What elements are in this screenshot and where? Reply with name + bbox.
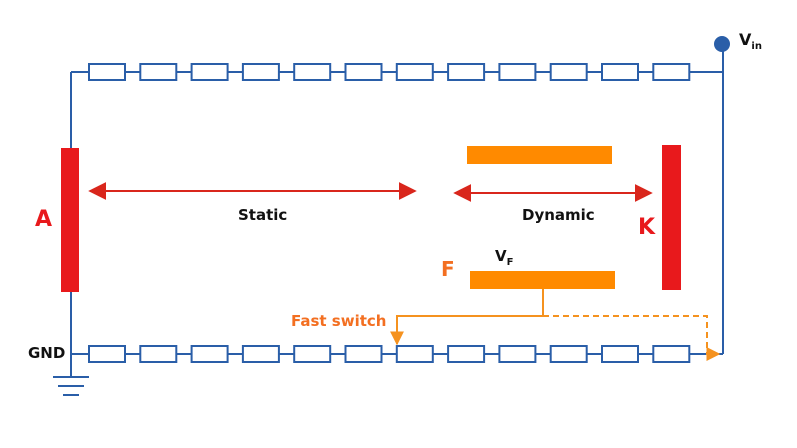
resistor	[652, 345, 691, 363]
resistor	[447, 345, 486, 363]
resistor	[498, 345, 537, 363]
resistor	[190, 63, 229, 81]
resistor	[190, 345, 229, 363]
vf-label-sub: F	[506, 257, 514, 268]
fast-switch-dashed-line	[543, 315, 721, 361]
resistor	[395, 63, 434, 81]
vin-label-sub: in	[751, 41, 762, 52]
resistor	[498, 63, 537, 81]
vf-label-main: V	[495, 247, 507, 265]
resistor	[293, 345, 332, 363]
cathode-label: K	[638, 215, 656, 240]
resistor	[549, 345, 588, 363]
resistor	[88, 345, 126, 363]
resistor	[601, 345, 639, 363]
vin-terminal-dot	[714, 36, 730, 52]
top-resistor-chain	[88, 63, 691, 81]
resistor	[293, 63, 332, 81]
resistor	[88, 63, 126, 81]
dynamic-label: Dynamic	[522, 206, 595, 224]
fast-switch-line	[390, 289, 544, 346]
resistor	[652, 63, 691, 81]
resistor	[241, 63, 280, 81]
resistor	[549, 63, 588, 81]
anode-plate	[61, 148, 79, 292]
focus-label: F	[441, 257, 455, 281]
resistor	[601, 63, 639, 81]
ground-label: GND	[28, 344, 66, 362]
cathode-plate	[662, 145, 681, 290]
focus-plate-f	[470, 271, 615, 289]
resistor	[139, 63, 178, 81]
static-label: Static	[238, 206, 288, 224]
upper-focus-plate	[467, 146, 612, 164]
vf-label: VF	[495, 247, 514, 268]
resistor	[139, 345, 178, 363]
resistor	[344, 63, 383, 81]
bottom-resistor-chain	[88, 345, 691, 363]
anode-label: A	[35, 207, 53, 232]
resistor	[344, 345, 383, 363]
resistor	[241, 345, 280, 363]
resistor	[395, 345, 434, 363]
ground-symbol	[53, 376, 89, 396]
fast-switch-label: Fast switch	[291, 312, 387, 330]
vin-label: Vin	[739, 30, 762, 52]
resistor	[447, 63, 486, 81]
vin-label-main: V	[739, 30, 752, 49]
